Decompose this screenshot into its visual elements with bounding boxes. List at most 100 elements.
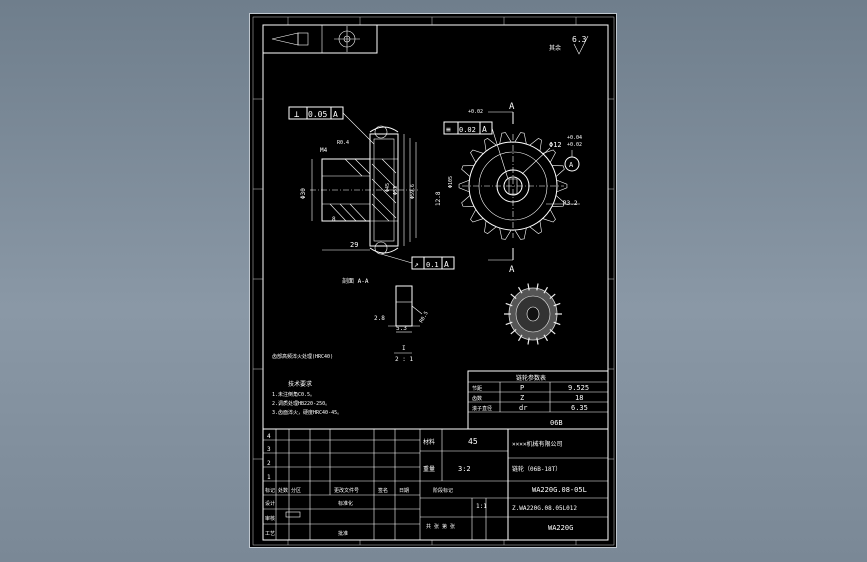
product-code: WA220G xyxy=(548,524,573,532)
datum-a: A xyxy=(569,161,574,169)
company-name: ××××机械有限公司 xyxy=(512,440,562,448)
roughness-note: 其余 xyxy=(549,44,561,52)
dim-r32: R3.2 xyxy=(563,200,578,207)
hdr-mark: 标记 xyxy=(265,487,275,494)
render-tooth xyxy=(549,328,556,335)
sprocket-tooth xyxy=(499,227,512,240)
cad-drawing: 其余 6.3 ⊥ 0.05 xyxy=(252,16,615,546)
param-name-teeth: 齿数 xyxy=(472,395,482,402)
render-tooth xyxy=(505,321,513,326)
param-name-pitch: 节距 xyxy=(472,386,482,392)
role-review: 审核 xyxy=(265,515,275,522)
section-view xyxy=(310,125,420,255)
param-val-pitch: 9.525 xyxy=(568,384,589,392)
sprocket-tooth xyxy=(556,179,568,193)
dim-dia596: Φ59.6 xyxy=(410,184,416,199)
drawing-sheet: 其余 6.3 ⊥ 0.05 xyxy=(249,13,617,548)
dim-keyway-width: 2.8 xyxy=(374,315,385,322)
render-tooth xyxy=(553,302,561,307)
chain-number: 06B xyxy=(550,419,563,427)
param-name-roller: 滚子直径 xyxy=(472,405,492,412)
sprocket-tooth xyxy=(542,149,556,163)
material-value: 45 xyxy=(468,437,478,446)
sprocket-tooth xyxy=(514,132,527,145)
scale-value: 3:2 xyxy=(458,465,471,473)
hdr-count: 处数 xyxy=(278,487,288,494)
section-hatch xyxy=(329,158,371,222)
material-label: 材料 xyxy=(423,438,435,446)
param-val-roller: 6.35 xyxy=(571,404,588,412)
render-tooth xyxy=(549,293,556,300)
render-tooth xyxy=(553,321,561,326)
rev-3: 3 xyxy=(267,446,271,453)
render-tooth xyxy=(527,337,530,345)
dim-keyway-depth: 5.3 xyxy=(396,325,407,332)
dim-bore: Φ12 xyxy=(549,141,562,149)
sprocket-tooth xyxy=(499,132,512,145)
dim-12-8: 12.8 xyxy=(435,191,442,206)
symmetry-icon: ≡ xyxy=(446,125,451,134)
render-tooth xyxy=(536,283,539,291)
requirement-1: 1.未注倒角C0.5。 xyxy=(272,391,315,398)
dim-dia45: Φ45 xyxy=(385,183,391,192)
roughness-r04: R0.4 xyxy=(337,140,349,146)
sprocket-tooth xyxy=(461,195,475,207)
detail-label: I xyxy=(402,345,406,352)
sprocket-tooth xyxy=(470,209,484,223)
roughness-icon xyxy=(573,35,589,55)
dim-dia53: Φ53 xyxy=(393,186,399,195)
requirement-2: 2.调质处理HB220-250。 xyxy=(272,400,330,407)
title-block xyxy=(262,428,609,541)
sprocket-tooth xyxy=(529,220,542,235)
sprocket-tooth xyxy=(551,165,565,177)
border-ticks xyxy=(253,17,614,545)
sprocket-front-view xyxy=(458,111,568,261)
sheet-count: 1:1 xyxy=(476,503,487,510)
section-cut-label-top: A xyxy=(509,102,515,112)
render-tooth xyxy=(505,302,513,307)
sprocket-tooth xyxy=(461,165,475,177)
sprocket-tooth xyxy=(551,195,565,207)
drawing-number: WA220G.08-05L xyxy=(532,486,587,494)
render-tooth xyxy=(510,293,517,300)
assembly-number: Z.WA220G.08.05L012 xyxy=(512,505,577,512)
dim-29: 29 xyxy=(350,241,358,249)
rev-4: 4 xyxy=(267,433,271,440)
runout-tolerance: 0.1 xyxy=(426,261,439,269)
runout-datum: A xyxy=(444,260,449,269)
param-val-teeth: 18 xyxy=(575,394,583,402)
detail-scale: 2 : 1 xyxy=(395,356,413,363)
render-tooth xyxy=(517,286,523,294)
sprocket-tooth xyxy=(484,137,497,152)
sprocket-tooth xyxy=(470,149,484,163)
sprocket-3d-render xyxy=(504,283,562,345)
sheet-frame xyxy=(252,16,615,546)
dim-dia30: Φ30 xyxy=(300,188,307,199)
signature-box xyxy=(285,511,301,518)
sprocket-tooth xyxy=(542,209,556,223)
section-aa-label: 剖面 A-A xyxy=(342,277,369,285)
role-design: 设计 xyxy=(265,500,275,507)
param-sym-teeth: Z xyxy=(520,394,524,402)
bore-tol-upper: +0.04 xyxy=(567,135,582,141)
role-process: 工艺 xyxy=(265,531,275,537)
role-standard: 标准化 xyxy=(338,500,353,507)
hdr-date: 日期 xyxy=(399,488,409,494)
chain-table-title: 链轮参数表 xyxy=(516,374,546,382)
part-name: 链轮（06B-18T） xyxy=(512,465,561,473)
hdr-change: 更改文件号 xyxy=(334,487,359,494)
dim-dia105: Φ105 xyxy=(448,176,454,188)
sprocket-tooth xyxy=(529,137,542,152)
roughness-default: 6.3 xyxy=(572,35,587,44)
perp-datum: A xyxy=(333,110,338,119)
render-tooth xyxy=(510,328,517,335)
perp-tolerance: 0.05 xyxy=(308,110,327,119)
render-tooth xyxy=(543,334,549,342)
param-sym-pitch: P xyxy=(520,384,524,392)
runout-icon: ↗ xyxy=(414,260,419,269)
symmetry-tolerance: 0.02 xyxy=(459,126,476,134)
requirement-3: 3.齿面淬火，硬度HRC40-45。 xyxy=(272,409,342,416)
render-tooth xyxy=(536,337,539,345)
dim-m4: M4 xyxy=(320,147,328,154)
sprocket-tooth xyxy=(458,179,470,193)
